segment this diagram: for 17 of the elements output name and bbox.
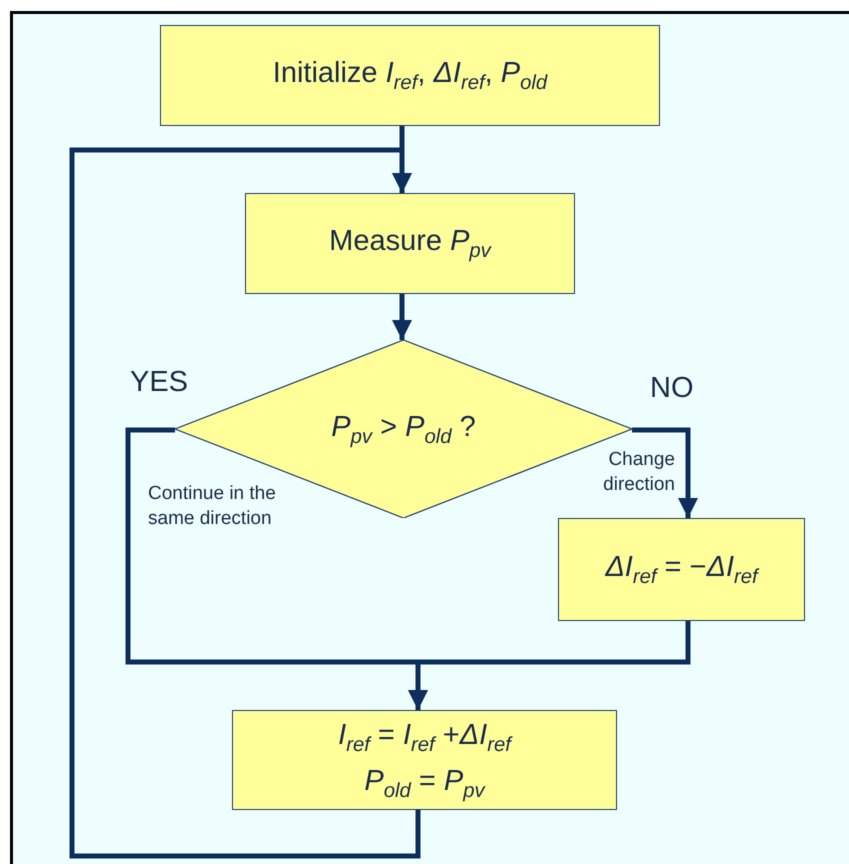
process-box <box>558 518 805 621</box>
formula-text: ΔI$_{ref}$ = −ΔI$_{ref}$ <box>605 550 758 590</box>
process-box <box>232 710 617 810</box>
branch-label: NO <box>650 372 694 405</box>
process-box <box>160 25 660 126</box>
formula-text: Initialize I$_{ref}$, ΔI$_{ref}$, P$_{old}$ <box>272 56 548 96</box>
edge-label: Continue in the same direction <box>148 482 277 531</box>
branch-label: YES <box>130 366 188 399</box>
formula-text: I$_{ref}$ = I$_{ref}$ +ΔI$_{ref}$ <box>338 718 511 758</box>
arrow <box>70 148 420 858</box>
process-box <box>245 193 575 294</box>
formula-text: P$_{pv}$ > P$_{old}$ ? <box>331 410 476 450</box>
formula-text: Measure P$_{pv}$ <box>329 224 491 264</box>
arrow <box>632 428 698 518</box>
edge-label: Change direction <box>602 448 675 497</box>
arrow <box>392 294 412 340</box>
formula-text: P$_{old}$ = P$_{pv}$ <box>364 764 485 804</box>
